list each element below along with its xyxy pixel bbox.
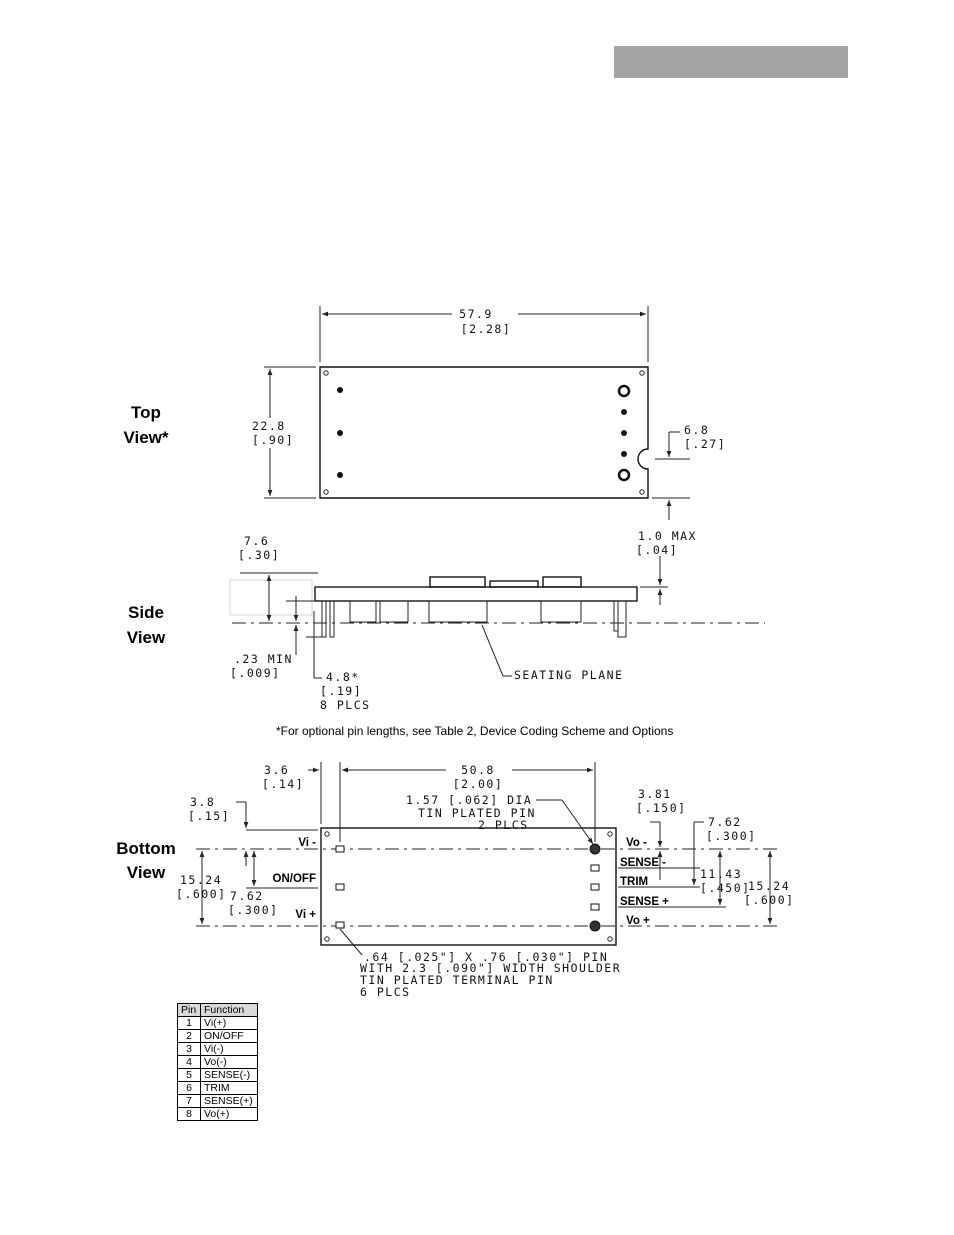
dim-offset-left-in: [.15] <box>188 809 230 823</box>
dim-right-low-mm: 11.43 <box>700 867 742 881</box>
dim-right-span-in: [.600] <box>744 893 795 907</box>
seating-plane-label: SEATING PLANE <box>514 668 624 682</box>
top-view: Top View* 57.9 [2.28] 22.8 [.90] <box>123 306 726 520</box>
dim-pin-span-in: [2.00] <box>453 777 504 791</box>
pin-label-trim: TRIM <box>620 876 648 888</box>
dim-offset-top-mm: 3.6 <box>264 763 289 777</box>
dim-width-in: [2.28] <box>461 322 512 336</box>
big-pin-line3: 2 PLCS <box>478 818 529 832</box>
pin-number: 4 <box>177 1055 201 1069</box>
bottom-view-board <box>320 827 617 946</box>
dim-right-top-in: [.150] <box>636 801 687 815</box>
terminal-line1: .64 [.025"] X .76 [.030"] PIN <box>364 950 608 964</box>
dim-pin-len-in: [.19] <box>320 684 362 698</box>
dim-notch-in: [.27] <box>684 437 726 451</box>
dim-max-in: [.04] <box>636 543 678 557</box>
pin-label-vi-minus: Vi - <box>298 837 316 849</box>
pin-number: 3 <box>177 1042 201 1056</box>
dim-notch-mm: 6.8 <box>684 423 709 437</box>
pin-table-header-function: Function <box>200 1003 258 1017</box>
dim-offset-left-mm: 3.8 <box>190 795 215 809</box>
pin-number: 2 <box>177 1029 201 1043</box>
side-view: Side View 7.6 [.30] .23 MIN [.009] <box>127 529 765 712</box>
dim-right-top-mm: 3.81 <box>638 787 672 801</box>
dim-side-height-mm: 7.6 <box>244 534 269 548</box>
pin-number: 8 <box>177 1107 201 1121</box>
terminal-line2: WITH 2.3 [.090"] WIDTH SHOULDER <box>360 961 621 975</box>
dim-offset-top-in: [.14] <box>262 777 304 791</box>
pin-number: 7 <box>177 1094 201 1108</box>
pin-label-vo-minus: Vo - <box>626 837 647 849</box>
dim-pin-len-mm: 4.8* <box>326 670 360 684</box>
pin-label-on-off: ON/OFF <box>273 873 316 885</box>
dim-left-mid-mm: 7.62 <box>230 889 264 903</box>
pin-label-vo-plus: Vo + <box>626 915 650 927</box>
pin-table-header: Pin Function <box>177 1003 258 1017</box>
side-view-label-1: Side <box>128 603 164 622</box>
dim-left-span-mm: 15.24 <box>180 873 222 887</box>
dim-height-mm: 22.8 <box>252 419 286 433</box>
dim-pin-qty: 8 PLCS <box>320 698 371 712</box>
bottom-view: Bottom View Vi - ON/OFF Vi + Vo - SENSE … <box>116 762 795 999</box>
footnote: *For optional pin lengths, see Table 2, … <box>276 724 673 738</box>
pin-function: ON/OFF <box>200 1029 258 1043</box>
dim-min-in: [.009] <box>230 666 281 680</box>
pin-function: Vo(+) <box>200 1107 258 1121</box>
side-view-pcb <box>314 586 638 602</box>
top-view-board <box>319 366 649 499</box>
dim-side-height-in: [.30] <box>238 548 280 562</box>
dim-pin-span-mm: 50.8 <box>461 763 495 777</box>
pin-function: Vi(+) <box>200 1016 258 1030</box>
pin-function: SENSE(+) <box>200 1094 258 1108</box>
pin-dot <box>337 387 343 393</box>
pin-number: 5 <box>177 1068 201 1082</box>
dim-max-mm: 1.0 MAX <box>638 529 697 543</box>
pin-function: Vi(-) <box>200 1042 258 1056</box>
terminal-line3: TIN PLATED TERMINAL PIN <box>360 973 554 987</box>
pin-label-sense-minus: SENSE - <box>620 857 666 869</box>
dim-left-span-in: [.600] <box>176 887 227 901</box>
dim-right-mid-in: [.300] <box>706 829 757 843</box>
pin-table-header-pin: Pin <box>177 1003 201 1017</box>
bottom-view-label-1: Bottom <box>116 839 175 858</box>
dim-left-mid-in: [.300] <box>228 903 279 917</box>
big-pin <box>617 468 631 482</box>
side-view-label-2: View <box>127 628 166 647</box>
pin-function: SENSE(-) <box>200 1068 258 1082</box>
big-pin-line1: 1.57 [.062] DIA <box>406 793 532 807</box>
dim-right-span-mm: 15.24 <box>748 879 790 893</box>
pin-dot <box>337 472 343 478</box>
big-pin <box>617 384 631 398</box>
dim-width-mm: 57.9 <box>459 307 493 321</box>
pin-label-sense-plus: SENSE + <box>620 896 669 908</box>
pin-function: TRIM <box>200 1081 258 1095</box>
pin-number: 1 <box>177 1016 201 1030</box>
top-view-label-1: Top <box>131 403 161 422</box>
pin-function: Vo(-) <box>200 1055 258 1069</box>
terminal-line4: 6 PLCS <box>360 985 411 999</box>
bottom-view-label-2: View <box>127 863 166 882</box>
pin-label-vi-plus: Vi + <box>295 909 316 921</box>
dim-min-mm: .23 MIN <box>234 652 293 666</box>
pin-number: 6 <box>177 1081 201 1095</box>
dim-height-in: [.90] <box>252 433 294 447</box>
big-pin-line2: TIN PLATED PIN <box>418 806 536 820</box>
top-view-label-2: View* <box>123 428 168 447</box>
header-bar <box>614 46 848 78</box>
pin-dot <box>337 430 343 436</box>
dim-right-mid-mm: 7.62 <box>708 815 742 829</box>
dim-right-low-in: [.450] <box>700 881 751 895</box>
